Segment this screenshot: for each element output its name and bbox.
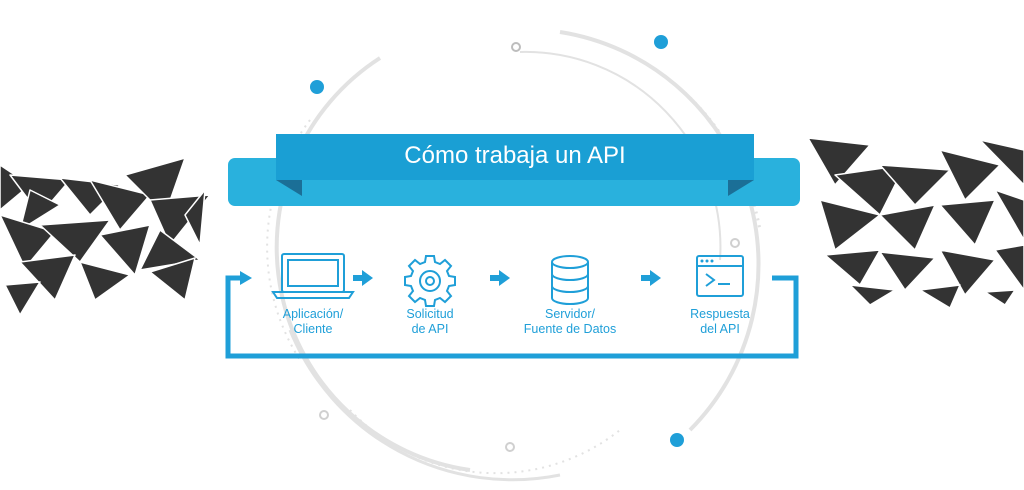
step-label-response-line1: Respuesta (690, 307, 750, 321)
ring-dots (310, 35, 740, 452)
laptop-icon (271, 253, 355, 299)
step-label-request-line1: Solicitud (406, 307, 454, 321)
step-label-client: Aplicación/ Cliente (233, 307, 393, 337)
diagram-title: Cómo trabaja un API (404, 142, 626, 169)
step-label-server-line1: Servidor/ (544, 307, 596, 321)
database-icon (551, 255, 589, 305)
step-label-request-line2: de API (411, 322, 449, 336)
background-rings (266, 30, 762, 482)
step-arrow-3 (641, 270, 661, 286)
step-label-server-line2: Fuente de Datos (523, 322, 617, 336)
step-label-client-line2: Cliente (293, 322, 333, 336)
title-banner (228, 134, 800, 206)
loop-entry-arrow (240, 271, 252, 285)
step-label-server: Servidor/ Fuente de Datos (490, 307, 650, 337)
left-shard-cluster (0, 157, 211, 316)
step-label-client-line1: Aplicación/ (282, 307, 344, 321)
step-label-request: Solicitud de API (350, 307, 510, 337)
step-arrow-2 (490, 270, 510, 286)
step-arrow-1 (353, 270, 373, 286)
gear-icon (404, 255, 456, 307)
step-label-response-line2: del API (700, 322, 740, 336)
terminal-window-icon (696, 255, 744, 297)
terminal-window-dots (700, 259, 714, 263)
step-label-response: Respuesta del API (640, 307, 800, 337)
right-shard-cluster (807, 137, 1024, 309)
